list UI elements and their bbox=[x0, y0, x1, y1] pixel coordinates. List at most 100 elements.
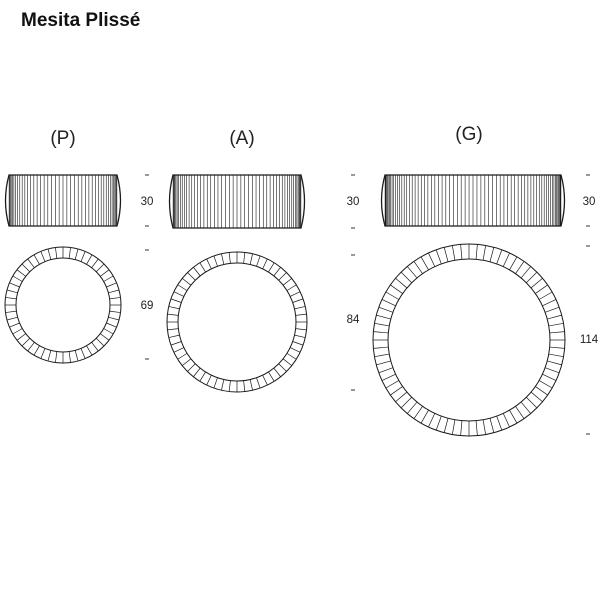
ring-segment bbox=[228, 380, 231, 392]
ring-segment bbox=[80, 251, 86, 262]
variant-label-a: (A) bbox=[229, 128, 254, 149]
ring-segment bbox=[249, 379, 253, 391]
ring-segment bbox=[177, 353, 188, 360]
ring-segment bbox=[482, 419, 487, 435]
ring-segment bbox=[40, 348, 46, 359]
ring-segment bbox=[6, 316, 18, 321]
ring-segment bbox=[294, 334, 306, 338]
ring-segment bbox=[47, 248, 52, 260]
ring-segment bbox=[95, 337, 105, 347]
side-view-g bbox=[380, 174, 566, 227]
ring-segment bbox=[378, 367, 393, 374]
ring-segment bbox=[420, 256, 429, 271]
ring-segment bbox=[390, 284, 403, 294]
ring-segment bbox=[407, 266, 418, 279]
ring-segment bbox=[206, 375, 212, 386]
ring-segment bbox=[400, 271, 412, 283]
ring-segment bbox=[549, 331, 565, 334]
ring-segment bbox=[228, 252, 231, 264]
height-dimension-g: 30 bbox=[583, 196, 596, 208]
ring-segment bbox=[95, 263, 105, 273]
ring-segment bbox=[395, 278, 408, 289]
ring-inner-edge bbox=[15, 257, 111, 353]
ring-segment bbox=[182, 278, 192, 286]
ring-segment bbox=[256, 377, 261, 389]
diameter-dimension-a: 84 bbox=[347, 314, 360, 326]
ring-segment bbox=[173, 347, 184, 353]
ring-segment bbox=[74, 350, 79, 362]
ring-segment bbox=[9, 322, 20, 328]
ring-segment bbox=[108, 289, 120, 294]
ring-segment bbox=[451, 419, 456, 435]
ring-segment bbox=[547, 360, 562, 366]
side-view-p bbox=[4, 174, 122, 227]
ring-segment bbox=[170, 298, 182, 303]
ring-segment bbox=[381, 299, 396, 307]
ring-segment bbox=[187, 363, 196, 372]
ring-segment bbox=[475, 420, 478, 436]
ring-segment bbox=[376, 314, 391, 320]
height-dimension-a: 30 bbox=[347, 196, 360, 208]
page-title: Mesita Plissé bbox=[21, 10, 141, 31]
ring-segment bbox=[542, 299, 557, 307]
ring-segment bbox=[460, 244, 463, 260]
ring-segment bbox=[193, 267, 201, 277]
ring-segment bbox=[173, 291, 184, 297]
ring-segment bbox=[407, 401, 418, 414]
ring-segment bbox=[282, 358, 292, 366]
ring-segment bbox=[545, 306, 560, 313]
ring-segment bbox=[373, 331, 389, 334]
ring-segment bbox=[33, 254, 40, 265]
ring-segment bbox=[545, 367, 560, 374]
variant-label-p: (P) bbox=[50, 128, 75, 149]
ring-segment bbox=[106, 322, 117, 328]
ring-segment bbox=[538, 291, 553, 300]
ring-segment bbox=[91, 342, 99, 352]
ring-segment bbox=[475, 244, 478, 260]
ring-segment bbox=[538, 380, 553, 389]
ring-segment bbox=[292, 341, 304, 346]
ring-segment bbox=[243, 380, 246, 392]
ring-segment bbox=[206, 258, 212, 269]
ring-segment bbox=[21, 337, 31, 347]
ring-segment bbox=[548, 353, 564, 358]
ring-segment bbox=[55, 247, 58, 259]
ring-segment bbox=[5, 310, 17, 313]
ring-segment bbox=[262, 375, 268, 386]
ring-segment bbox=[385, 291, 400, 300]
ring-segment bbox=[290, 347, 301, 353]
ring-segment bbox=[86, 254, 93, 265]
ring-segment bbox=[489, 247, 495, 262]
ring-segment bbox=[40, 251, 46, 262]
ring-segment bbox=[374, 322, 390, 327]
ring-segment bbox=[542, 373, 557, 381]
variant-label-g: (G) bbox=[455, 124, 482, 145]
ring-segment bbox=[177, 284, 188, 291]
ring-segment bbox=[167, 328, 179, 331]
ring-segment bbox=[535, 284, 548, 294]
height-dimension-p: 30 bbox=[141, 196, 154, 208]
ring-segment bbox=[548, 322, 564, 327]
ring-segment bbox=[86, 345, 93, 356]
ring-segment bbox=[74, 248, 79, 260]
ring-segment bbox=[451, 245, 456, 261]
ring-segment bbox=[68, 247, 71, 259]
ring-segment bbox=[199, 262, 206, 273]
side-view-a bbox=[168, 174, 306, 229]
ring-segment bbox=[6, 289, 18, 294]
ring-segment bbox=[509, 409, 518, 424]
ring-segment bbox=[9, 282, 20, 288]
ring-segment bbox=[100, 269, 110, 277]
diameter-dimension-p: 69 bbox=[141, 300, 154, 312]
ring-segment bbox=[182, 358, 192, 366]
ring-segment bbox=[80, 348, 86, 359]
ring-segment bbox=[106, 282, 117, 288]
ring-segment bbox=[108, 316, 120, 321]
ring-segment bbox=[249, 253, 253, 265]
ring-segment bbox=[16, 333, 26, 341]
ring-segment bbox=[443, 247, 449, 262]
diameter-dimension-g: 114 bbox=[580, 334, 599, 346]
ring-segment bbox=[400, 397, 412, 409]
ring-segment bbox=[47, 350, 52, 362]
